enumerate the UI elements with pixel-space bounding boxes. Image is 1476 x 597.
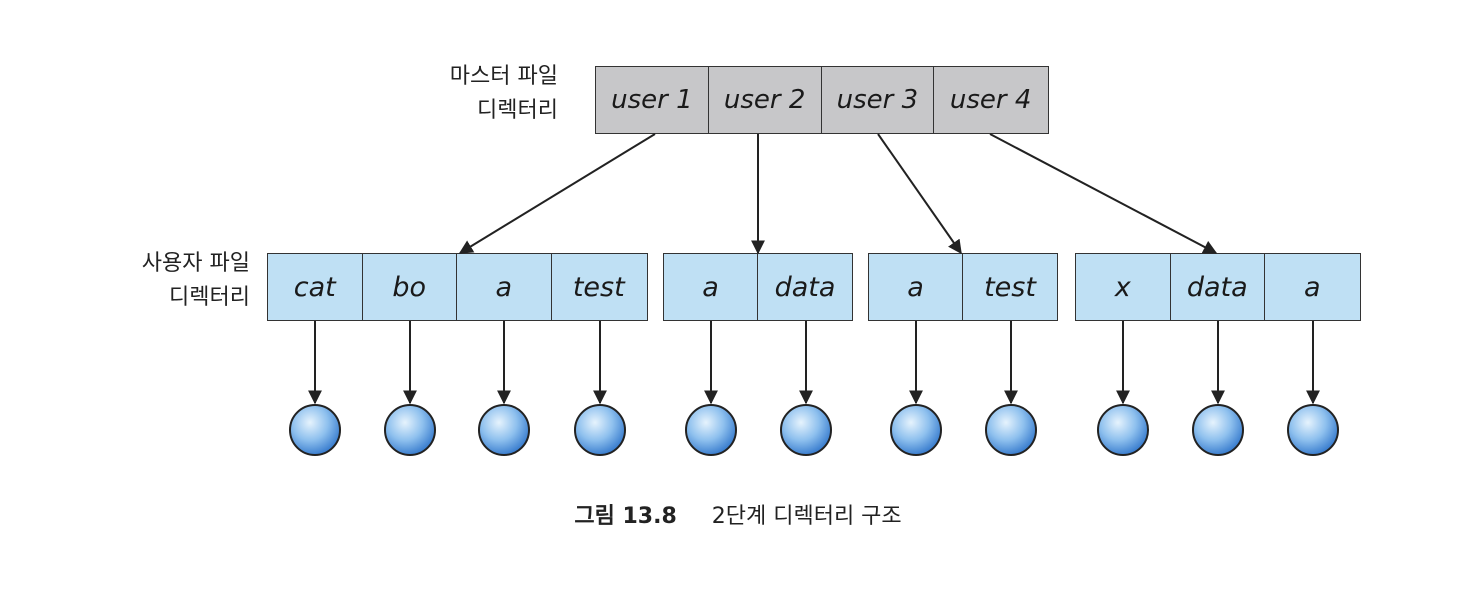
file-node xyxy=(478,404,530,456)
user-4-entry: a xyxy=(1303,271,1321,303)
master-entry-user-4: user 4 xyxy=(949,85,1032,115)
figure-caption: 그림 13.8 2단계 디렉터리 구조 xyxy=(0,498,1476,530)
user-4-entry: x xyxy=(1076,254,1171,320)
user-1-entry: a xyxy=(457,254,552,320)
user-2-directory: a data xyxy=(663,253,853,321)
figure-number: 그림 13.8 xyxy=(574,504,677,529)
user-4-directory: x data a xyxy=(1075,253,1361,321)
master-entry-user-3: user 3 xyxy=(822,67,935,133)
file-node xyxy=(890,404,942,456)
user-2-entry: a xyxy=(664,254,758,320)
master-label-line-2: 디렉터리 xyxy=(477,98,558,123)
user-label-line-1: 사용자 파일 xyxy=(141,251,250,276)
master-entry-user-2: user 2 xyxy=(709,67,822,133)
pointer-user-4-arrow xyxy=(989,133,1218,254)
figure-title: 2단계 디렉터리 구조 xyxy=(711,504,902,529)
file-node xyxy=(1287,404,1339,456)
user-1-entry: test xyxy=(572,271,625,303)
user-4-entry: data xyxy=(1171,254,1265,320)
file-node xyxy=(574,404,626,456)
user-3-entry: test xyxy=(984,271,1036,303)
file-node xyxy=(685,404,737,456)
master-entry-user-1: user 1 xyxy=(596,67,709,133)
user-1-entry: cat xyxy=(268,254,363,320)
file-node xyxy=(780,404,832,456)
pointer-user-3-arrow xyxy=(877,133,962,255)
user-directory-label: 사용자 파일 디렉터리 xyxy=(80,247,250,315)
user-1-directory: cat bo a test xyxy=(267,253,648,321)
file-node xyxy=(985,404,1037,456)
user-3-entry: a xyxy=(869,254,963,320)
user-2-entry: data xyxy=(774,271,836,303)
file-node xyxy=(289,404,341,456)
master-label-line-1: 마스터 파일 xyxy=(449,64,558,89)
user-3-directory: a test xyxy=(868,253,1058,321)
user-label-line-2: 디렉터리 xyxy=(169,285,250,310)
master-file-directory: user 1 user 2 user 3 user 4 xyxy=(595,66,1049,134)
file-node xyxy=(384,404,436,456)
user-1-entry: bo xyxy=(363,254,457,320)
master-directory-label: 마스터 파일 디렉터리 xyxy=(380,60,558,128)
file-node xyxy=(1097,404,1149,456)
pointer-user-1-arrow xyxy=(458,133,656,254)
file-node xyxy=(1192,404,1244,456)
